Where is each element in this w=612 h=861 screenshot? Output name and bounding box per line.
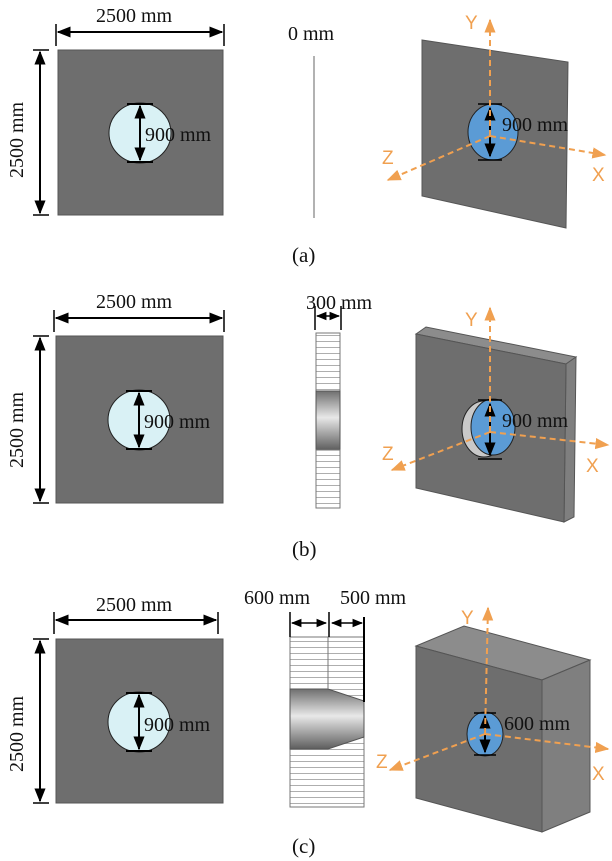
panel-c-hole-label: 900 mm	[144, 714, 211, 736]
panel-a-hole-label: 900 mm	[145, 124, 212, 146]
panel-c-axis-y-label: Y	[461, 608, 474, 629]
panel-b-iso-view: 900 mm Y X Z	[382, 306, 610, 523]
panel-b-thickness-label: 300 mm	[306, 292, 373, 314]
panel-b-axis-z	[390, 431, 491, 471]
panel-c-axis-x-label: X	[592, 764, 605, 785]
panel-a-thickness-label: 0 mm	[288, 23, 335, 45]
panel-c-side-view: 600 mm 500 mm	[244, 587, 407, 808]
panel-b-iso-hole-label: 900 mm	[502, 410, 569, 432]
panel-c-width-label: 2500 mm	[96, 594, 173, 616]
panel-b-side-view: 300 mm	[306, 292, 373, 509]
panel-c-axis-z	[388, 733, 486, 771]
panel-c-axis-y	[482, 606, 494, 735]
panel-c-front-view: 900 mm 2500 mm 2500 mm	[6, 594, 224, 804]
panel-a-axis-x-label: X	[592, 165, 605, 186]
panel-a-iso-hole-label: 900 mm	[502, 114, 569, 136]
panel-c-axis-x	[484, 733, 610, 754]
panel-b-side-bore	[315, 390, 341, 451]
panel-b-height-label: 2500 mm	[6, 391, 28, 468]
panel-b-caption: (b)	[292, 537, 317, 561]
panel-c-side-bore	[289, 688, 365, 750]
panel-c-iso-view: 600 mm Y X Z	[376, 606, 610, 833]
panel-b: 900 mm 2500 mm 2500 mm 300 mm	[6, 291, 610, 561]
panel-c-iso-hole-label: 600 mm	[504, 713, 571, 735]
panel-a-height-label: 2500 mm	[6, 101, 28, 178]
panel-a-axis-z-label: Z	[382, 148, 394, 169]
panel-b-side-hatch-bottom	[315, 449, 341, 509]
panel-a-side-view: 0 mm	[288, 23, 335, 218]
panel-a-iso-view: 900 mm Y X Z	[382, 13, 607, 229]
panel-c-caption: (c)	[292, 834, 315, 858]
panel-b-front-view: 900 mm 2500 mm 2500 mm	[6, 291, 225, 504]
panel-c: 900 mm 2500 mm 2500 mm 600 mm 500 mm	[6, 587, 610, 858]
panel-b-width-label: 2500 mm	[96, 291, 173, 313]
panel-c-length-label-1: 600 mm	[244, 587, 311, 609]
panel-a-caption: (a)	[292, 243, 315, 267]
panel-a-front-view: 900 mm 2500 mm 2500 mm	[6, 5, 225, 216]
panel-c-axis-z-label: Z	[376, 752, 388, 773]
panel-c-height-label: 2500 mm	[6, 695, 28, 772]
panel-a: 900 mm 2500 mm 2500 mm 0 mm 900 mm	[6, 5, 607, 267]
panel-b-side-hatch-top	[315, 332, 341, 392]
panel-a-axis-y-label: Y	[465, 13, 478, 34]
panel-c-length-label-2: 500 mm	[340, 587, 407, 609]
panel-a-axis-z	[386, 135, 491, 181]
panel-b-axis-z-label: Z	[382, 444, 394, 465]
panel-c-iso-side-face	[541, 659, 591, 833]
panel-a-width-label: 2500 mm	[96, 5, 173, 27]
panel-b-hole-label: 900 mm	[144, 411, 211, 433]
panel-b-axis-y-label: Y	[465, 310, 478, 331]
panel-b-axis-x-label: X	[586, 456, 599, 477]
